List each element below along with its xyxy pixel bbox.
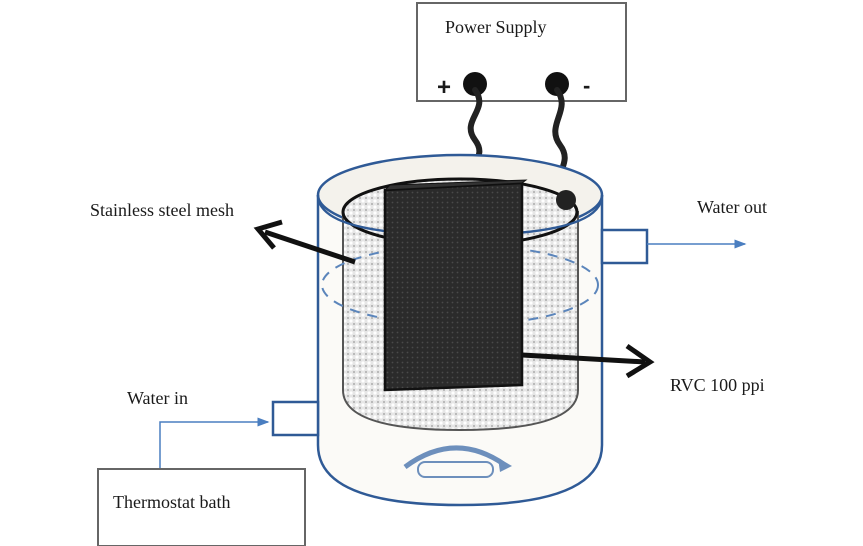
power-supply: Power Supply + - xyxy=(416,2,627,102)
thermostat-bath-label: Thermostat bath xyxy=(113,492,230,512)
mesh-label: Stainless steel mesh xyxy=(90,200,234,220)
water-in-label: Water in xyxy=(127,388,188,408)
magnetic-stirrer-icon xyxy=(403,445,512,478)
positive-terminal-sign: + xyxy=(437,74,451,101)
mesh-connection-icon xyxy=(556,190,576,210)
rvc-pointer-arrow xyxy=(521,343,655,379)
thermostat-bath-box xyxy=(97,468,306,546)
water-out-label: Water out xyxy=(697,197,767,217)
positive-terminal-icon xyxy=(463,72,487,96)
negative-terminal-icon xyxy=(545,72,569,96)
water-out-port xyxy=(600,228,649,265)
rvc-label: RVC 100 ppi xyxy=(670,375,765,395)
power-supply-box xyxy=(416,2,627,102)
water-in-arrow xyxy=(159,417,270,468)
rvc-electrode xyxy=(383,179,528,392)
negative-terminal-sign: - xyxy=(583,73,590,98)
mesh-pointer-arrow xyxy=(253,219,356,265)
water-in-port xyxy=(271,400,320,437)
power-supply-label: Power Supply xyxy=(445,17,547,37)
